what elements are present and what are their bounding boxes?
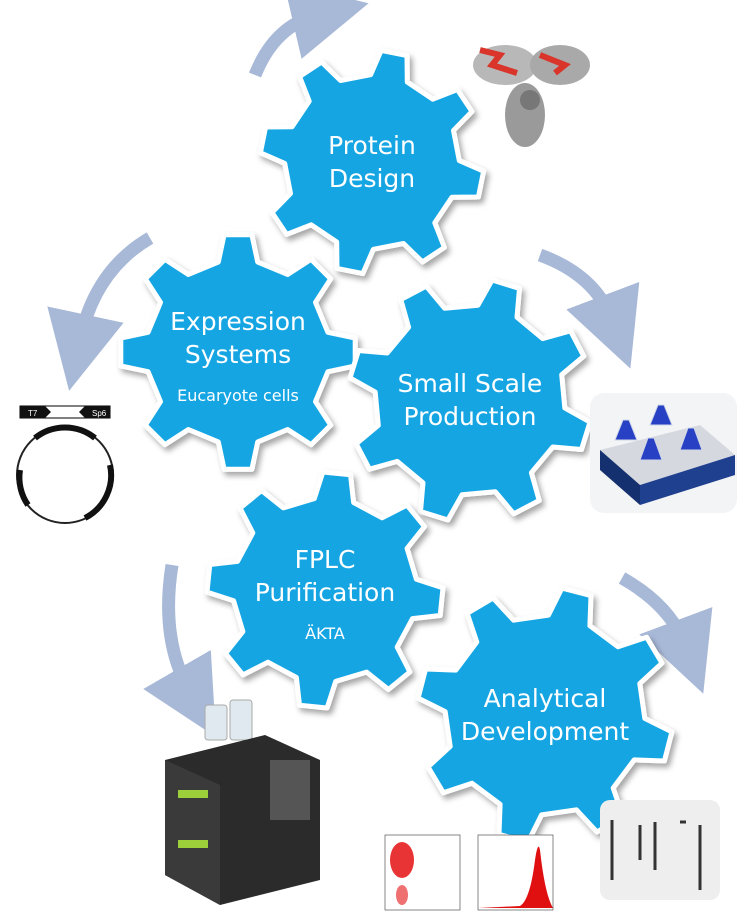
sp6-label: Sp6	[92, 409, 107, 418]
gear-shape	[204, 469, 446, 711]
plasmid-map-image: T7 Sp6	[16, 405, 115, 524]
shaker-incubator-image	[590, 393, 737, 513]
antibody-structure-image	[473, 45, 590, 147]
arrow-top	[248, 0, 369, 78]
gear-label: Development	[461, 717, 629, 746]
gear-shape	[118, 232, 358, 472]
akta-system-image	[165, 699, 320, 905]
gear-label: Expression	[170, 307, 306, 336]
arrow-lower-left	[143, 563, 216, 738]
gear-label: Analytical	[484, 684, 607, 713]
gear-sublabel: Eucaryote cells	[177, 386, 299, 405]
gears: ProteinDesignExpressionSystemsEucaryote …	[118, 47, 675, 845]
gear-sublabel: ÄKTA	[305, 624, 345, 643]
t7-label: T7	[28, 409, 38, 418]
gear-label: FPLC	[295, 545, 356, 574]
gear-shape	[257, 47, 487, 277]
gear-label: Design	[329, 164, 415, 193]
gear-label: Systems	[185, 340, 291, 369]
gear-label: Purification	[255, 578, 395, 607]
arrow-lower-right	[618, 572, 713, 694]
gear-shape	[347, 277, 593, 523]
arrow-right	[537, 248, 640, 369]
gear-label: Small Scale	[398, 369, 543, 398]
flow-cytometry-plots	[384, 834, 554, 911]
gel-image	[600, 800, 720, 900]
cycle-arrows	[47, 0, 713, 738]
arrow-left	[47, 232, 154, 391]
gear-label: Protein	[328, 131, 416, 160]
gear-label: Production	[403, 402, 536, 431]
